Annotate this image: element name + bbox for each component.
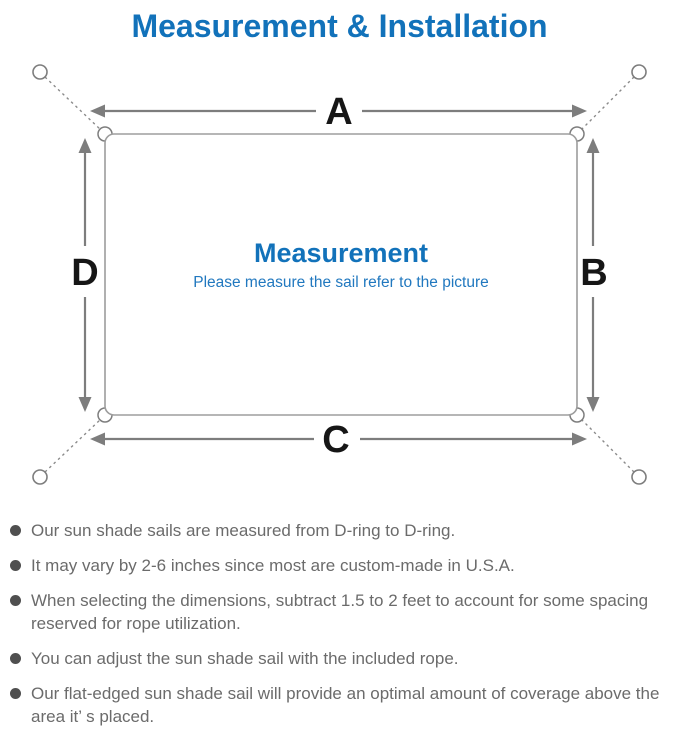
note-item: When selecting the dimensions, subtract … — [10, 589, 671, 635]
anchor-point-bottom-right — [631, 469, 647, 485]
arrow-head-right-icon — [572, 104, 587, 118]
arrow-head-down-icon — [78, 397, 92, 412]
bullet-icon — [10, 653, 21, 664]
arrow-head-down-icon — [586, 397, 600, 412]
note-item: Our sun shade sails are measured from D-… — [10, 519, 671, 542]
arrow-head-left-icon — [90, 104, 105, 118]
tether-line-bottom-right — [580, 418, 635, 473]
note-text: It may vary by 2-6 inches since most are… — [31, 556, 515, 575]
bullet-icon — [10, 595, 21, 606]
note-item: You can adjust the sun shade sail with t… — [10, 647, 671, 670]
arrow-head-right-icon — [572, 432, 587, 446]
measurement-diagram-svg: A C D B Measurement Please measure the s… — [32, 64, 647, 485]
sail-outline — [104, 133, 578, 416]
dimension-label-d: D — [71, 252, 98, 294]
note-item: It may vary by 2-6 inches since most are… — [10, 554, 671, 577]
dimension-label-a: A — [325, 91, 352, 133]
measurement-diagram: A C D B Measurement Please measure the s… — [0, 49, 679, 509]
note-item: Our flat-edged sun shade sail will provi… — [10, 682, 671, 728]
anchor-point-top-right — [631, 64, 647, 80]
arrow-head-up-icon — [78, 138, 92, 153]
note-text: When selecting the dimensions, subtract … — [31, 591, 649, 633]
note-text: Our sun shade sails are measured from D-… — [31, 521, 456, 540]
notes-list: Our sun shade sails are measured from D-… — [0, 519, 679, 728]
bullet-icon — [10, 688, 21, 699]
note-text: Our flat-edged sun shade sail will provi… — [31, 684, 660, 726]
dimension-label-c: C — [322, 419, 349, 461]
tether-line-top-right — [580, 76, 635, 131]
tether-line-top-left — [44, 76, 102, 131]
note-text: You can adjust the sun shade sail with t… — [31, 649, 459, 668]
diagram-center-subheading: Please measure the sail refer to the pic… — [193, 274, 489, 291]
arrow-head-left-icon — [90, 432, 105, 446]
page-title: Measurement & Installation — [131, 8, 548, 44]
diagram-center-heading: Measurement — [254, 238, 428, 268]
tether-line-bottom-left — [44, 418, 102, 473]
arrow-head-up-icon — [586, 138, 600, 153]
anchor-point-bottom-left — [32, 469, 48, 485]
anchor-point-top-left — [32, 64, 48, 80]
bullet-icon — [10, 525, 21, 536]
bullet-icon — [10, 560, 21, 571]
dimension-label-b: B — [580, 252, 607, 294]
